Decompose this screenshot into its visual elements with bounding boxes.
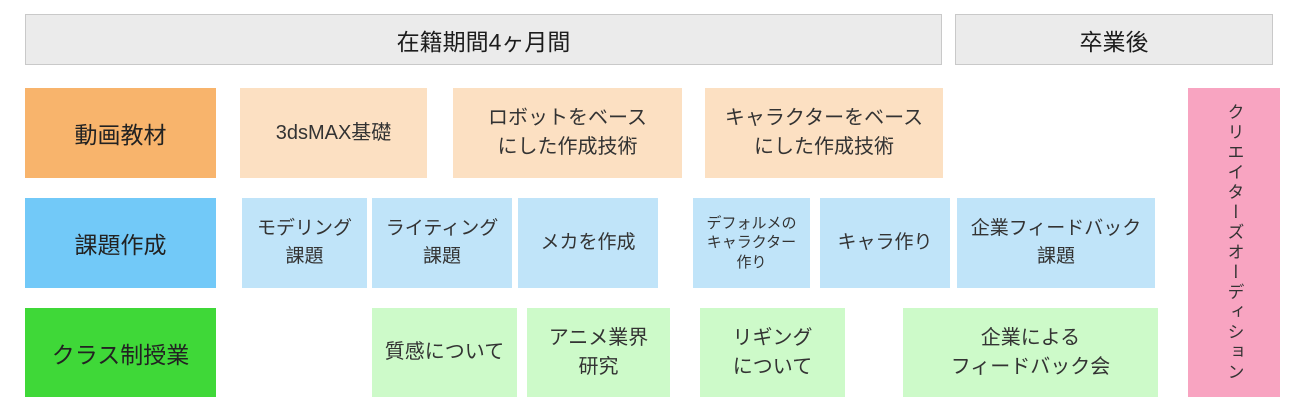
video-box-3dsmax-basics: 3dsMAX基礎 xyxy=(240,88,427,178)
row-label-class-lessons: クラス制授業 xyxy=(25,308,216,397)
row-label-video-materials: 動画教材 xyxy=(25,88,216,178)
class-box-rigging: リギング について xyxy=(700,308,845,397)
task-box-deformed-character: デフォルメの キャラクター 作り xyxy=(693,198,810,288)
video-box-robot-based-techniques: ロボットをベース にした作成技術 xyxy=(453,88,682,178)
task-box-character-making: キャラ作り xyxy=(820,198,950,288)
creators-audition-banner: クリエイターズオーディション xyxy=(1188,88,1280,397)
row-label-assignment-creation: 課題作成 xyxy=(25,198,216,288)
task-box-lighting: ライティング 課題 xyxy=(372,198,512,288)
class-box-texture: 質感について xyxy=(372,308,517,397)
class-box-anime-industry-research: アニメ業界 研究 xyxy=(527,308,670,397)
class-box-company-feedback-session: 企業による フィードバック会 xyxy=(903,308,1158,397)
video-box-character-based-techniques: キャラクターをベース にした作成技術 xyxy=(705,88,943,178)
task-box-company-feedback: 企業フィードバック 課題 xyxy=(957,198,1155,288)
task-box-modeling: モデリング 課題 xyxy=(242,198,367,288)
header-after-graduation: 卒業後 xyxy=(955,14,1273,65)
header-enrollment-period: 在籍期間4ヶ月間 xyxy=(25,14,942,65)
task-box-mecha: メカを作成 xyxy=(518,198,658,288)
